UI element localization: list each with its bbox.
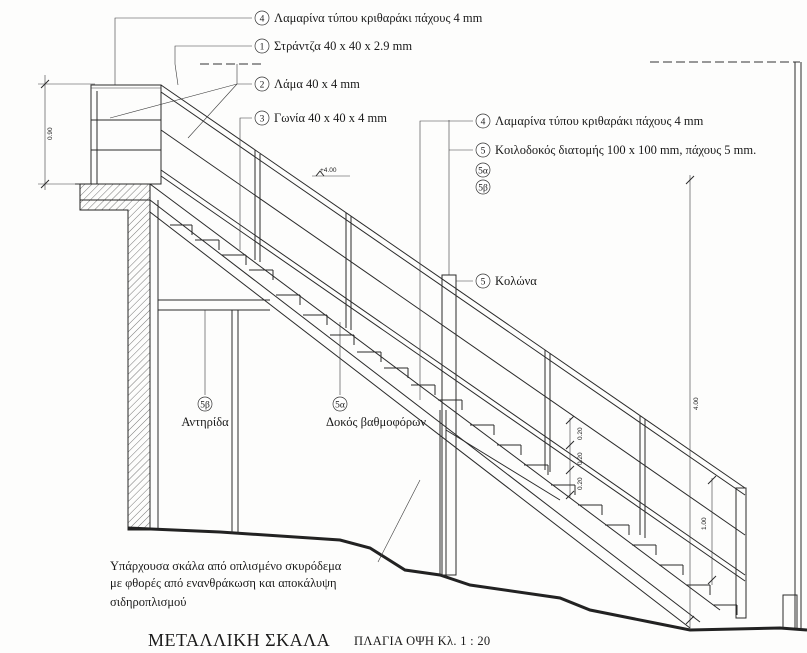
marker-1: 4 [260, 15, 265, 25]
label-strut: Αντηρίδα [181, 415, 229, 429]
marker-6: 5 [481, 147, 486, 157]
drawing-subtitle: ΠΛΑΓΙΑ ΟΨΗ Κλ. 1 : 20 [354, 634, 490, 648]
marker-8: 5β [478, 184, 488, 194]
dimension-total-height: 4.00 [685, 175, 700, 630]
handrail-system [160, 84, 746, 582]
marker-7: 5α [478, 167, 488, 177]
dimension-rail-height: 0.90 [38, 75, 95, 190]
label-flat-bar: Λάμα 40 x 4 mm [274, 77, 360, 91]
dim-total-height-text: 4.00 [693, 397, 700, 410]
column [441, 120, 457, 576]
callout-markers: 4 1 2 3 4 5 5α 5β 5 5β 5α [197, 10, 491, 412]
existing-stair-note: Υπάρχουσα σκάλα από οπλισμένο σκυρόδεμα … [110, 559, 342, 609]
dim-step1-text: 0.20 [577, 427, 584, 440]
dimension-steps: 0.20 0.20 0.20 [565, 415, 584, 500]
dim-rail-height-text: 0.90 [47, 127, 54, 140]
note-line-2: με φθορές από ενανθράκωση και αποκάλυψη [110, 576, 336, 590]
existing-building-outline [200, 61, 802, 630]
marker-11: 5α [335, 401, 345, 411]
marker-3: 2 [260, 81, 265, 91]
dim-step3-text: 0.20 [577, 477, 584, 490]
callout-labels: Λαμαρίνα τύπου κριθαράκι πάχους 4 mm Στρ… [181, 11, 756, 429]
dim-step2-text: 0.20 [577, 452, 584, 465]
marker-9: 5 [481, 278, 486, 288]
dim-rail-low-text: 1.00 [701, 517, 708, 530]
marker-5: 4 [481, 118, 486, 128]
title-block: ΜΕΤΑΛΛΙΚΗ ΣΚΑΛΑ ΠΛΑΓΙΑ ΟΨΗ Κλ. 1 : 20 [148, 630, 490, 650]
leader-lines [109, 17, 473, 563]
right-edge-detail [782, 594, 798, 628]
stair-steps [170, 224, 738, 615]
label-angle: Γωνία 40 x 40 x 4 mm [274, 111, 387, 125]
marker-4: 3 [260, 115, 265, 125]
marker-10: 5β [200, 401, 210, 411]
top-platform-railing [90, 84, 162, 185]
level-text: +4.00 [320, 167, 337, 174]
drawing-title: ΜΕΤΑΛΛΙΚΗ ΣΚΑΛΑ [148, 630, 330, 650]
note-line-1: Υπάρχουσα σκάλα από οπλισμένο σκυρόδεμα [110, 559, 342, 573]
marker-2: 1 [260, 43, 265, 53]
label-rhs-tube: Στράντζα 40 x 40 x 2.9 mm [274, 39, 412, 53]
existing-concrete-wall [75, 183, 151, 531]
label-sheet-metal-side: Λαμαρίνα τύπου κριθαράκι πάχους 4 mm [495, 114, 704, 128]
label-hollow-section: Κοιλοδοκός διατομής 100 x 100 mm, πάχους… [495, 143, 756, 157]
support-frame [149, 200, 561, 577]
label-column: Κολώνα [495, 274, 537, 288]
level-marker: +4.00 [312, 167, 350, 177]
label-sheet-metal-top: Λαμαρίνα τύπου κριθαράκι πάχους 4 mm [274, 11, 483, 25]
label-step-beam: Δοκός βαθμοφόρων [326, 415, 426, 429]
railing-posts [254, 150, 747, 619]
note-line-3: σιδηροπλισμού [110, 595, 186, 609]
dimension-rail-low: 1.00 [701, 475, 717, 585]
